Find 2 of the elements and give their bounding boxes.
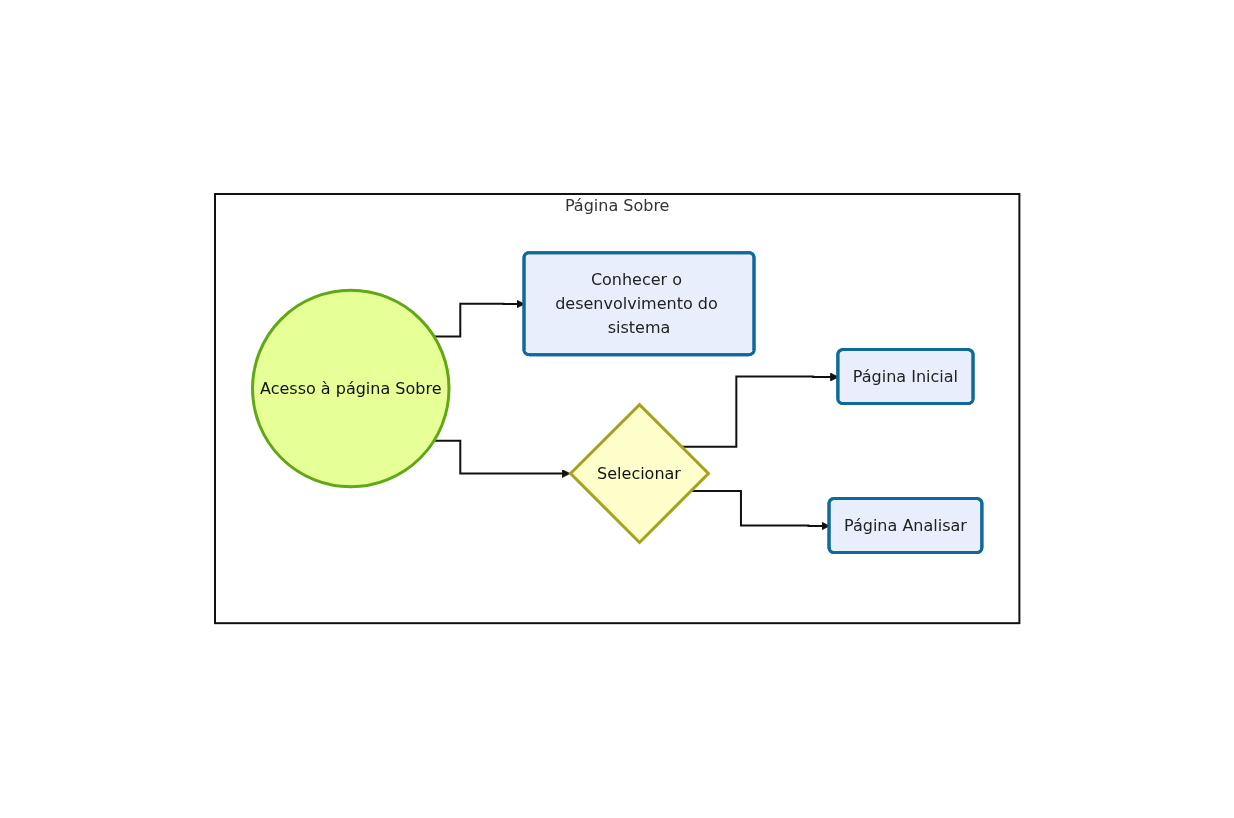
node-diamond: Selecionar xyxy=(568,402,711,545)
node-circle: Acesso à página Sobre xyxy=(250,289,451,489)
